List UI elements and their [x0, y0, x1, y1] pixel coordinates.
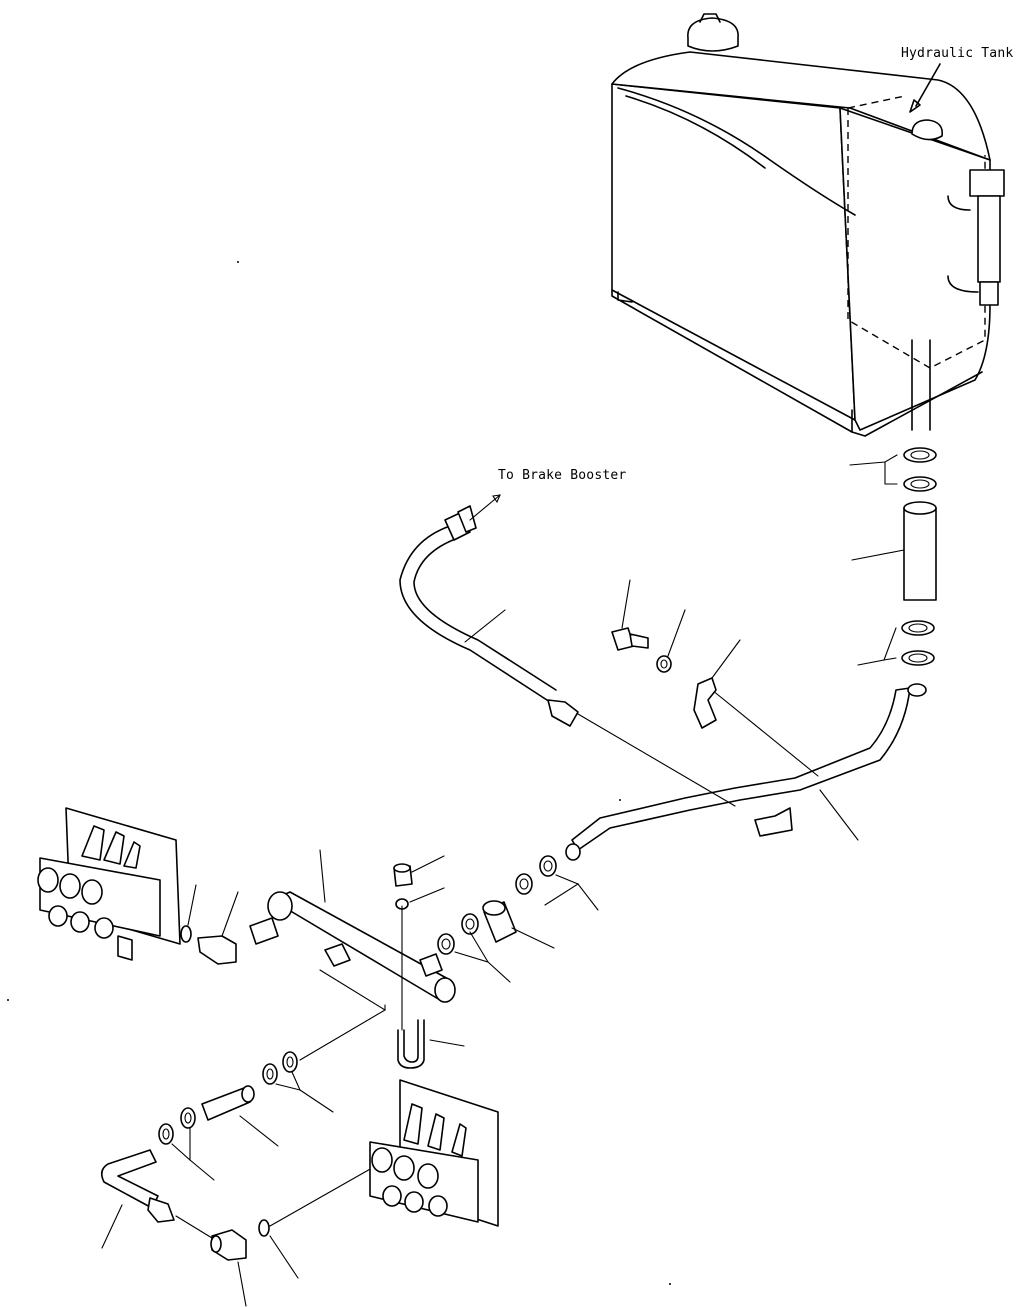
control-valve-right: [369, 1079, 499, 1227]
brake-booster-hose: [399, 494, 819, 807]
tank-hose-assembly: [849, 447, 937, 666]
lower-hose-assembly: [158, 1051, 334, 1181]
bottom-tube-assembly: [100, 1149, 373, 1307]
brake-booster-label: To Brake Booster: [498, 468, 627, 483]
manifold-assembly: [197, 849, 456, 1061]
hydraulic-tank: [611, 13, 1005, 437]
control-valve-left: [37, 807, 197, 961]
hydraulic-tank-label: Hydraulic Tank: [901, 46, 1014, 61]
middle-hose-assembly: [437, 855, 599, 983]
nut-ubolt-parts: [393, 855, 465, 1069]
bolt-clip-parts: [611, 579, 741, 729]
return-tube: [565, 683, 927, 861]
